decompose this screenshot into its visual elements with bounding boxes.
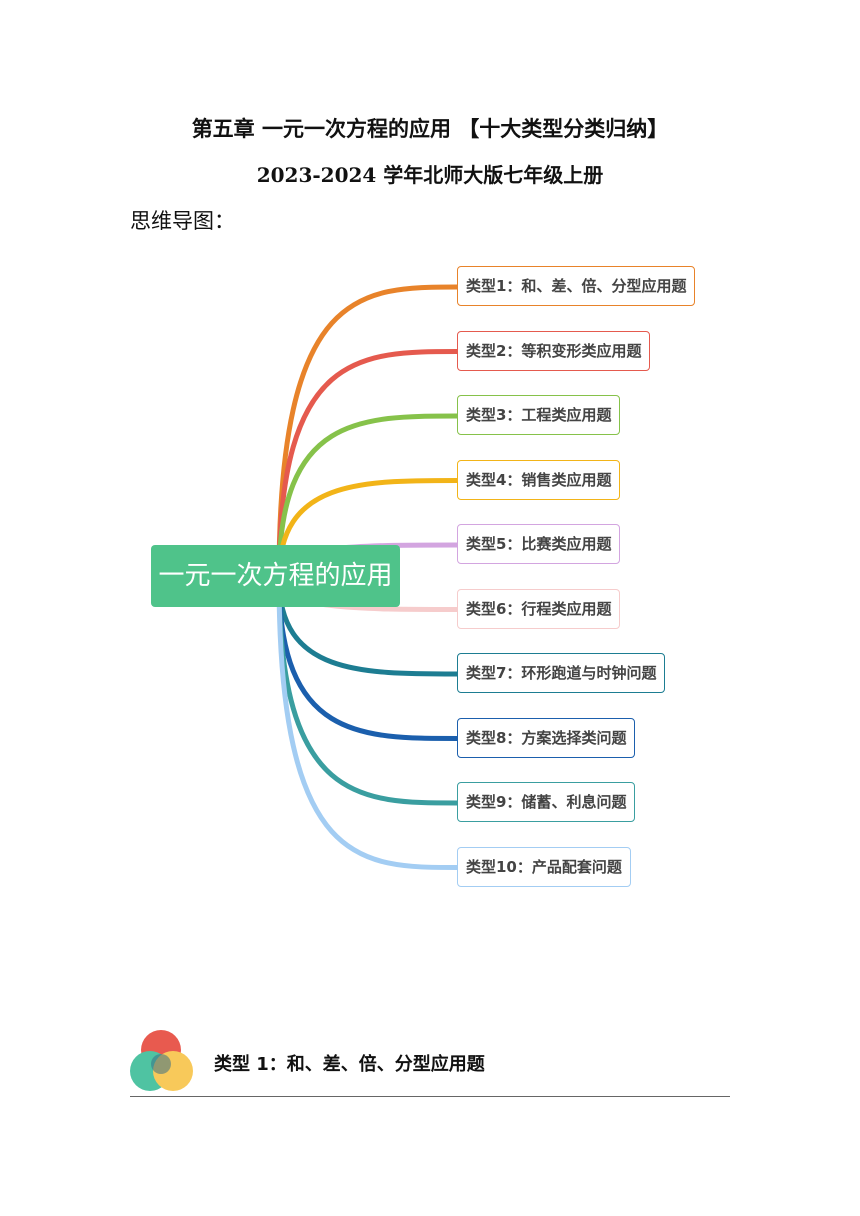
branch-connector — [276, 284, 460, 581]
mindmap-branch-7: 类型7：环形跑道与时钟问题 — [457, 653, 666, 693]
section-header: 类型 1：和、差、倍、分型应用题 — [130, 1030, 730, 1097]
mindmap-branch-9: 类型9：储蓄、利息问题 — [457, 782, 636, 822]
mindmap-branch-8: 类型8：方案选择类问题 — [457, 717, 636, 758]
page-title: 第五章 一元一次方程的应用 【十大类型分类归纳】 — [191, 117, 669, 141]
mindmap-branch-4: 类型4：销售类应用题 — [457, 459, 621, 500]
mindmap-root: 一元一次方程的应用 — [151, 545, 400, 607]
branch-connector — [276, 349, 460, 581]
section-title: 类型 1：和、差、倍、分型应用题 — [214, 1054, 485, 1075]
branch-connector — [276, 413, 460, 581]
mindmap-branch-3: 类型3：工程类应用题 — [457, 395, 621, 435]
mindmap-connectors — [276, 284, 460, 870]
branch-connector — [276, 575, 460, 870]
mindmap-branch-2: 类型2：等积变形类应用题 — [457, 330, 651, 371]
mindmap-branch-6: 类型6：行程类应用题 — [457, 588, 621, 629]
mindmap-branch-1: 类型1：和、差、倍、分型应用题 — [457, 266, 696, 306]
mindmap-branch-5: 类型5：比赛类应用题 — [457, 524, 621, 564]
page-subtitle: 2023-2024 学年北师大版七年级上册 — [256, 163, 604, 187]
branch-connector — [276, 575, 460, 677]
three-circle-venn-icon — [130, 1030, 193, 1091]
mindmap-branch-10: 类型10：产品配套问题 — [457, 846, 631, 887]
mindmap-label: 思维导图： — [130, 209, 235, 233]
